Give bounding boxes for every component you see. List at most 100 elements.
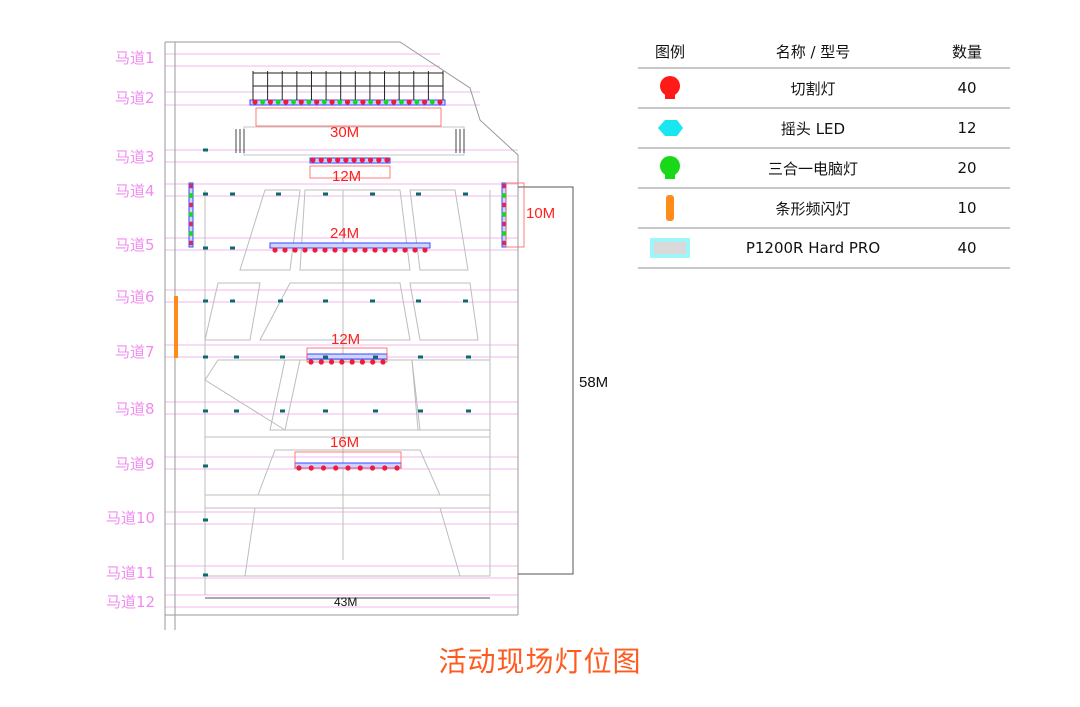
red-spot-fixture bbox=[362, 247, 368, 253]
side-fixture bbox=[501, 240, 507, 246]
side-fixture bbox=[501, 193, 507, 198]
p1200r-ground-fixture bbox=[230, 192, 235, 196]
red-spot-fixture bbox=[329, 99, 335, 105]
legend-item-name: 摇头 LED bbox=[780, 119, 846, 138]
p1200r-ground-fixture bbox=[323, 355, 328, 359]
red-spot-fixture bbox=[382, 247, 388, 253]
red-spot-fixture bbox=[437, 99, 443, 105]
side-fixture bbox=[188, 202, 194, 208]
red-spot-fixture bbox=[345, 465, 351, 471]
red-spot-fixture bbox=[392, 247, 398, 253]
red-spot-fixture bbox=[372, 247, 378, 253]
red-spot-fixture bbox=[252, 99, 258, 105]
legend-item-qty: 12 bbox=[957, 119, 977, 137]
catwalk-label-7: 马道7 bbox=[115, 343, 155, 361]
green-fixture bbox=[399, 99, 404, 105]
p1200r-ground-fixture bbox=[203, 299, 208, 303]
red-spot-fixture bbox=[359, 359, 366, 365]
catwalk-label-11: 马道11 bbox=[106, 564, 156, 582]
truss-12m-mid bbox=[306, 347, 388, 363]
legend-item-name: 三合一电脑灯 bbox=[767, 159, 858, 178]
legend-header-qty: 数量 bbox=[951, 42, 982, 61]
red-spot-fixture bbox=[320, 465, 327, 471]
p1200r-ground-fixture bbox=[416, 192, 421, 196]
legend-item-name: P1200R Hard PRO bbox=[745, 239, 881, 257]
red-spot-fixture bbox=[314, 99, 320, 105]
p1200r-ground-fixture bbox=[370, 192, 375, 196]
red-spot-fixture bbox=[272, 247, 278, 253]
side-fixture bbox=[501, 231, 507, 236]
green-fixture bbox=[337, 99, 343, 105]
side-fixture bbox=[188, 193, 194, 198]
red-spot-fixture bbox=[367, 157, 374, 163]
p1200r-ground-fixture bbox=[373, 409, 378, 413]
legend-item-qty: 20 bbox=[957, 159, 977, 177]
green-fixture bbox=[429, 99, 435, 105]
catwalk-label-5: 马道5 bbox=[115, 236, 155, 254]
red-spot-fixture bbox=[283, 99, 289, 105]
red-spot-fixture bbox=[394, 465, 400, 471]
red-spot-fixture bbox=[292, 247, 298, 253]
red-spot-fixture bbox=[312, 247, 318, 253]
p1200r-ground-fixtures bbox=[203, 148, 471, 577]
red-spot-fixture bbox=[349, 359, 355, 365]
red-spot-fixture bbox=[384, 157, 390, 163]
catwalk-label-1: 马道1 bbox=[115, 49, 155, 67]
red-spot-fixture bbox=[344, 99, 351, 105]
p1200r-ground-fixture bbox=[323, 192, 328, 196]
red-spot-fixture bbox=[335, 157, 341, 163]
truss-30m-label: 30M bbox=[330, 124, 360, 141]
red-spot-icon bbox=[638, 69, 702, 107]
p1200r-ground-fixture bbox=[323, 299, 328, 303]
red-spot-fixture bbox=[422, 247, 428, 253]
red-spot-fixture bbox=[318, 359, 324, 365]
legend-item-name: 条形频闪灯 bbox=[775, 199, 851, 218]
red-spot-fixture bbox=[370, 359, 376, 365]
truss-12m-top-label: 12M bbox=[332, 168, 362, 185]
side-fixture bbox=[188, 183, 194, 189]
side-10m-label: 10M bbox=[526, 205, 556, 222]
red-spot-fixture bbox=[359, 157, 365, 163]
p1200r-ground-fixture bbox=[416, 299, 421, 303]
seating-sections bbox=[204, 189, 491, 595]
red-spot-fixture bbox=[343, 157, 349, 163]
p1200r-ground-fixture bbox=[280, 355, 285, 359]
legend-item-qty: 10 bbox=[957, 199, 977, 217]
p1200r-ground-fixture bbox=[234, 409, 239, 413]
legend-row: 摇头 LED 12 bbox=[638, 109, 1010, 149]
red-spot-fixture bbox=[380, 359, 386, 365]
p1200r-ground-fixture bbox=[280, 409, 285, 413]
p1200r-ground-fixture bbox=[203, 148, 208, 152]
green-fixture bbox=[368, 99, 374, 105]
red-spot-fixture bbox=[332, 247, 338, 253]
legend-item-qty: 40 bbox=[957, 79, 977, 97]
p1200r-ground-fixture bbox=[203, 409, 208, 413]
red-spot-fixture bbox=[267, 99, 274, 105]
catwalk-label-8: 马道8 bbox=[115, 400, 155, 418]
width-43m-label: 43M bbox=[334, 595, 358, 609]
p1200r-ground-fixture bbox=[418, 409, 423, 413]
red-spot-fixture bbox=[333, 465, 339, 471]
p1200r-ground-fixture bbox=[203, 246, 208, 250]
p1200r-ground-fixture bbox=[373, 355, 378, 359]
orange-strobe-bar-icon bbox=[638, 189, 702, 227]
catwalk-label-3: 马道3 bbox=[115, 148, 155, 166]
legend-item-qty: 40 bbox=[957, 239, 977, 257]
p1200r-fixture-icon bbox=[638, 229, 702, 267]
red-spot-fixture bbox=[406, 99, 412, 105]
legend-row: 条形频闪灯 10 bbox=[638, 189, 1010, 229]
red-spot-fixture bbox=[369, 465, 376, 471]
green-fixture bbox=[383, 99, 389, 105]
p1200r-ground-fixture bbox=[463, 192, 468, 196]
top-rig-grid bbox=[252, 71, 444, 100]
green-fixture bbox=[291, 99, 296, 105]
catwalk-label-4: 马道4 bbox=[115, 182, 155, 200]
orange-strobe-bar bbox=[174, 296, 178, 358]
p1200r-ground-fixture bbox=[230, 299, 235, 303]
red-spot-fixture bbox=[391, 99, 397, 105]
side-fixture bbox=[188, 221, 194, 227]
p1200r-ground-fixture bbox=[466, 355, 471, 359]
p1200r-ground-fixture bbox=[203, 573, 208, 577]
green-fixture bbox=[321, 99, 327, 105]
red-spot-fixture bbox=[308, 359, 314, 365]
